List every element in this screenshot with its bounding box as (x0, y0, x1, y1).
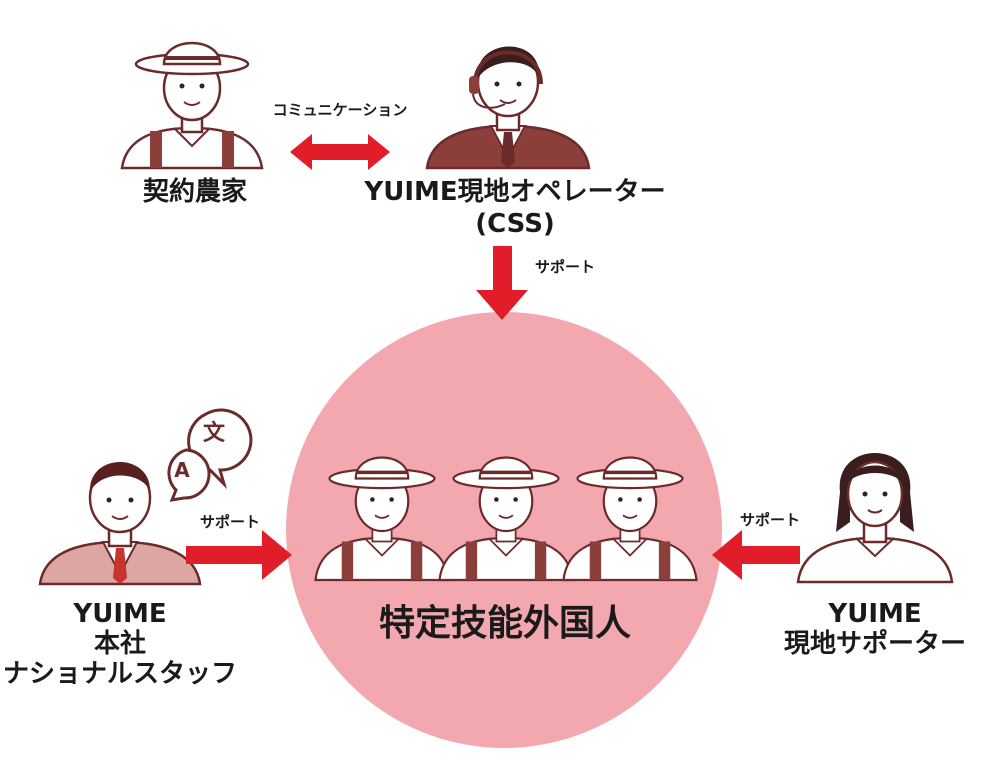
farmer-figure (120, 41, 264, 170)
support-right-label: サポート (739, 511, 800, 529)
hq-staff-figure (38, 462, 202, 586)
local-supporter-figure (796, 453, 954, 584)
operator-figure (425, 46, 591, 170)
hq-staff-label-line2: 本社 (93, 629, 146, 659)
translate-bubbles (167, 408, 253, 502)
operator-label-line2: (CSS) (475, 209, 555, 239)
translate-bubble-letter: A (174, 458, 190, 482)
worker-figure-2 (437, 455, 575, 582)
communication-label: コミュニケーション (272, 101, 408, 119)
farmer-label: 契約農家 (142, 177, 247, 207)
worker-figure-1 (313, 455, 451, 582)
worker-figure-3 (561, 455, 699, 582)
support-top-label: サポート (534, 258, 595, 276)
operator-label-line1: YUIME現地オペレーター (364, 177, 666, 207)
local-supporter-label-line1: YUIME (828, 599, 922, 629)
hq-staff-label-line1: YUIME (73, 599, 167, 629)
support-left-label: サポート (199, 513, 260, 531)
center-label: 特定技能外国人 (378, 603, 631, 644)
local-supporter-label-line2: 現地サポーター (783, 629, 966, 659)
hq-staff-label-line3: ナショナルスタッフ (2, 659, 237, 689)
translate-bubble-kanji: 文 (202, 421, 225, 446)
